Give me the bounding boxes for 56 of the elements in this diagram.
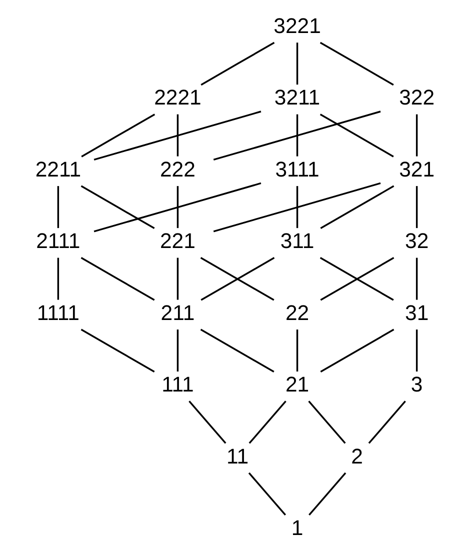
connector: [320, 185, 394, 230]
connector: [416, 114, 418, 156]
node-text: 322: [399, 86, 435, 110]
node-text: 2: [351, 444, 363, 468]
node-text: 3111: [275, 157, 320, 182]
connector: [188, 400, 226, 444]
connector: [296, 186, 298, 228]
connector: [80, 257, 155, 301]
connector: [213, 110, 381, 161]
node-text: 21: [285, 372, 310, 397]
connector: [368, 400, 406, 444]
node-text: 3: [410, 372, 423, 397]
connector: [57, 186, 60, 228]
connector: [296, 42, 298, 85]
node-text: 11: [226, 444, 249, 468]
connector: [176, 330, 179, 372]
node-text: 1111: [36, 300, 80, 325]
connector: [416, 258, 418, 300]
node-text: 32: [405, 229, 429, 254]
node-text: 31: [405, 300, 429, 325]
connector: [94, 182, 262, 232]
connector: [308, 472, 346, 516]
node-text: 2111: [36, 229, 80, 254]
connector: [320, 328, 394, 372]
connector: [320, 114, 394, 158]
node-text: 321: [399, 157, 435, 182]
node-text: 211: [160, 300, 195, 325]
connector: [296, 114, 298, 156]
node-text: 3221: [274, 14, 321, 38]
connector: [94, 110, 262, 161]
node-text: 22: [285, 300, 310, 325]
node-text: 111: [162, 372, 194, 397]
connector: [248, 400, 286, 444]
node-text: 2211: [35, 157, 82, 182]
connector: [81, 114, 156, 158]
node-text: 3211: [274, 86, 320, 110]
connector: [200, 328, 274, 372]
connector: [213, 182, 381, 232]
connector: [308, 400, 346, 444]
connector: [176, 186, 179, 228]
connector: [57, 258, 60, 300]
node-text: 1: [291, 516, 304, 540]
node-text: 221: [160, 229, 196, 254]
connector: [296, 330, 298, 372]
connector: [416, 186, 418, 228]
connector: [320, 42, 394, 86]
connector: [248, 472, 286, 516]
node-text: 2221: [154, 86, 202, 110]
connector: [80, 185, 155, 230]
connector: [176, 258, 179, 300]
connector: [416, 330, 418, 372]
connector: [200, 42, 275, 86]
node-text: 311: [280, 229, 314, 254]
connector: [176, 114, 179, 156]
node-text: 222: [160, 157, 196, 182]
connector: [80, 328, 155, 372]
